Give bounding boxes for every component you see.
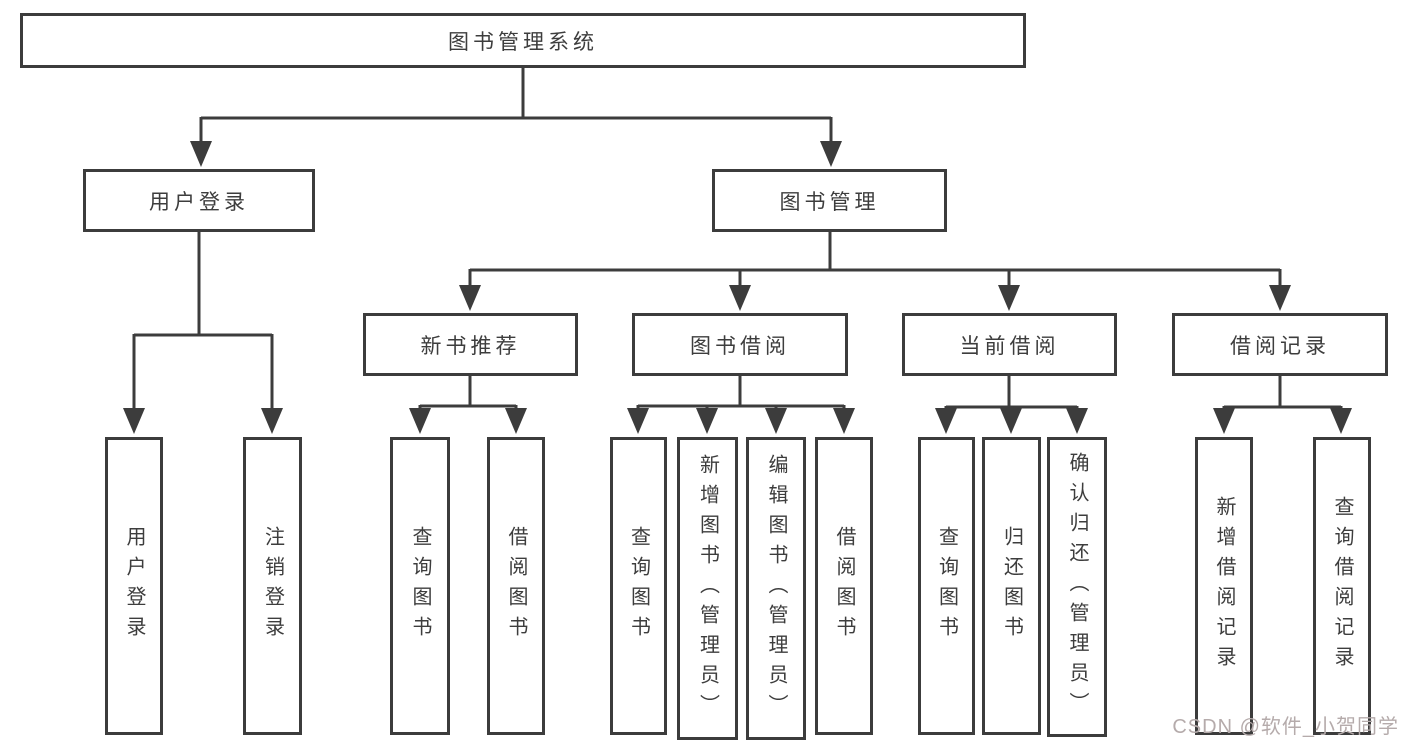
node-current-borrow: 当前借阅 <box>902 313 1117 376</box>
leaf-borrow-books-2-label: 借阅图书 <box>833 526 855 646</box>
leaf-edit-books-admin-label: 编辑图书（管理员） <box>765 453 787 724</box>
leaf-logout-label: 注销登录 <box>261 526 284 646</box>
leaf-confirm-return-admin: 确认归还（管理员） <box>1047 437 1107 737</box>
leaf-query-borrow-record: 查询借阅记录 <box>1313 437 1371 735</box>
node-root-label: 图书管理系统 <box>448 30 598 54</box>
leaf-add-borrow-record: 新增借阅记录 <box>1195 437 1253 735</box>
leaf-edit-books-admin: 编辑图书（管理员） <box>746 437 806 740</box>
node-current-borrow-label: 当前借阅 <box>959 334 1060 358</box>
leaf-borrow-books-1-label: 借阅图书 <box>505 526 527 646</box>
leaf-add-borrow-record-label: 新增借阅记录 <box>1213 496 1235 676</box>
node-user-login-label: 用户登录 <box>149 190 249 214</box>
leaf-return-books: 归还图书 <box>982 437 1041 735</box>
node-new-book-recommend: 新书推荐 <box>363 313 578 376</box>
leaf-confirm-return-admin-label: 确认归还（管理员） <box>1066 452 1088 722</box>
node-user-login: 用户登录 <box>83 169 315 232</box>
node-book-management: 图书管理 <box>712 169 947 232</box>
leaf-add-books-admin-label: 新增图书（管理员） <box>696 453 719 724</box>
node-book-borrow-label: 图书借阅 <box>690 334 790 358</box>
leaf-user-login-label: 用户登录 <box>123 526 145 646</box>
watermark: CSDN @软件_小贺同学 <box>1172 716 1399 738</box>
leaf-query-books-2-label: 查询图书 <box>627 526 650 646</box>
node-book-borrow: 图书借阅 <box>632 313 848 376</box>
node-book-management-label: 图书管理 <box>779 190 880 214</box>
node-borrow-records-label: 借阅记录 <box>1230 334 1330 358</box>
leaf-query-borrow-record-label: 查询借阅记录 <box>1331 496 1353 676</box>
leaf-return-books-label: 归还图书 <box>1000 526 1023 646</box>
leaf-borrow-books-2: 借阅图书 <box>815 437 873 735</box>
arrowheads <box>123 141 1352 434</box>
leaf-add-books-admin: 新增图书（管理员） <box>677 437 738 740</box>
leaf-user-login: 用户登录 <box>105 437 163 735</box>
node-root: 图书管理系统 <box>20 13 1026 68</box>
leaf-query-books-1-label: 查询图书 <box>409 526 431 646</box>
leaf-logout: 注销登录 <box>243 437 302 735</box>
leaf-query-books-1: 查询图书 <box>390 437 450 735</box>
leaf-query-books-2: 查询图书 <box>610 437 667 735</box>
node-new-book-recommend-label: 新书推荐 <box>420 334 521 358</box>
leaf-borrow-books-1: 借阅图书 <box>487 437 545 735</box>
leaf-query-books-3: 查询图书 <box>918 437 975 735</box>
leaf-query-books-3-label: 查询图书 <box>935 526 958 646</box>
node-borrow-records: 借阅记录 <box>1172 313 1388 376</box>
